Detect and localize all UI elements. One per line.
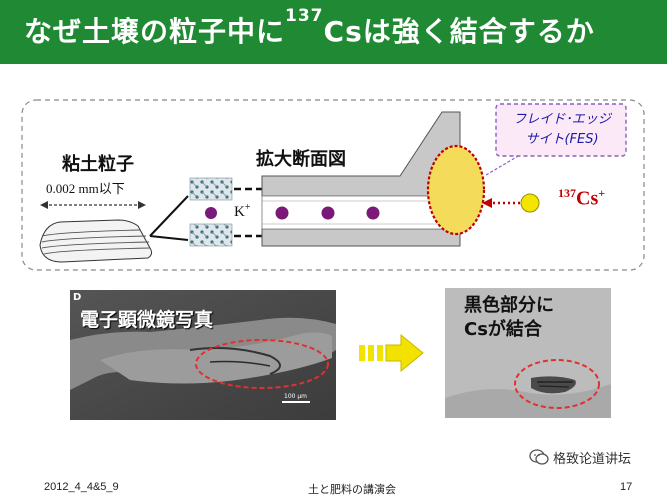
fes-label-line2: サイト(FES) — [525, 132, 599, 147]
fes-label-line1: フレイド･エッジ — [513, 112, 611, 127]
cross-section-label: 拡大断面図 — [256, 149, 346, 170]
sem-highlight-ellipse — [195, 339, 329, 389]
k-ion — [321, 206, 335, 220]
size-arrow — [40, 201, 146, 209]
detail-caption: 黒色部分に Csが結合 — [464, 294, 554, 342]
clay-particle-stack — [39, 219, 153, 263]
cs-ion — [520, 193, 540, 213]
k-ion-charge: + — [244, 202, 251, 213]
interlayer-ion-small — [205, 207, 217, 219]
title-prefix: なぜ土壌の粒子中に — [24, 15, 286, 48]
crystal-layer-lower — [189, 223, 233, 247]
watermark: 格致论道讲坛 — [525, 446, 655, 468]
particle-size: 0.002 mm以下 — [46, 181, 125, 196]
slide-title: なぜ土壌の粒子中に137Csは強く結合するか — [24, 6, 595, 50]
cs-ion-label: 137Cs+ — [558, 186, 605, 211]
cs-ion-charge: + — [598, 186, 606, 200]
zoom-line-upper — [149, 195, 189, 237]
detail-caption-line2: Csが結合 — [464, 319, 542, 340]
cs-ion-symbol: Cs — [576, 187, 599, 210]
k-ion-symbol: K — [234, 204, 245, 220]
cs-arrowhead — [482, 198, 492, 208]
detail-photo — [445, 288, 611, 418]
result-arrow — [359, 333, 424, 373]
title-isotope-mass: 137 — [285, 6, 324, 26]
scale-bar-label: 100 μm — [284, 393, 308, 400]
k-ion-label: K+ — [234, 202, 250, 221]
title-bar: なぜ土壌の粒子中に137Csは強く結合するか — [0, 0, 667, 64]
fes-label: フレイド･エッジ サイト(FES) — [504, 110, 620, 150]
detail-caption-line1: 黒色部分に — [464, 295, 554, 316]
title-element: Cs — [323, 15, 363, 48]
watermark-text: 格致论道讲坛 — [553, 452, 632, 467]
k-ion — [275, 206, 289, 220]
panel-letter: D — [73, 292, 82, 303]
page-number: 17 — [620, 481, 633, 493]
sem-photo — [70, 290, 336, 420]
sem-caption: 電子顕微鏡写真 — [80, 309, 214, 331]
footer-event: 土と肥料の講演会 — [308, 483, 396, 496]
wechat-icon — [529, 449, 549, 465]
fes-site — [426, 144, 486, 236]
particle-label: 粘土粒子 — [62, 154, 134, 175]
title-suffix: は強く結合するか — [362, 15, 595, 48]
zoom-line-lower — [149, 235, 189, 241]
detail-highlight-ellipse — [514, 359, 600, 409]
footer-date: 2012_4_4&5_9 — [44, 481, 119, 493]
k-ion — [366, 206, 380, 220]
cs-ion-mass: 137 — [558, 186, 576, 200]
fes-callout — [485, 103, 627, 176]
crystal-layer-upper — [189, 177, 233, 201]
diagram-frame — [21, 99, 645, 271]
